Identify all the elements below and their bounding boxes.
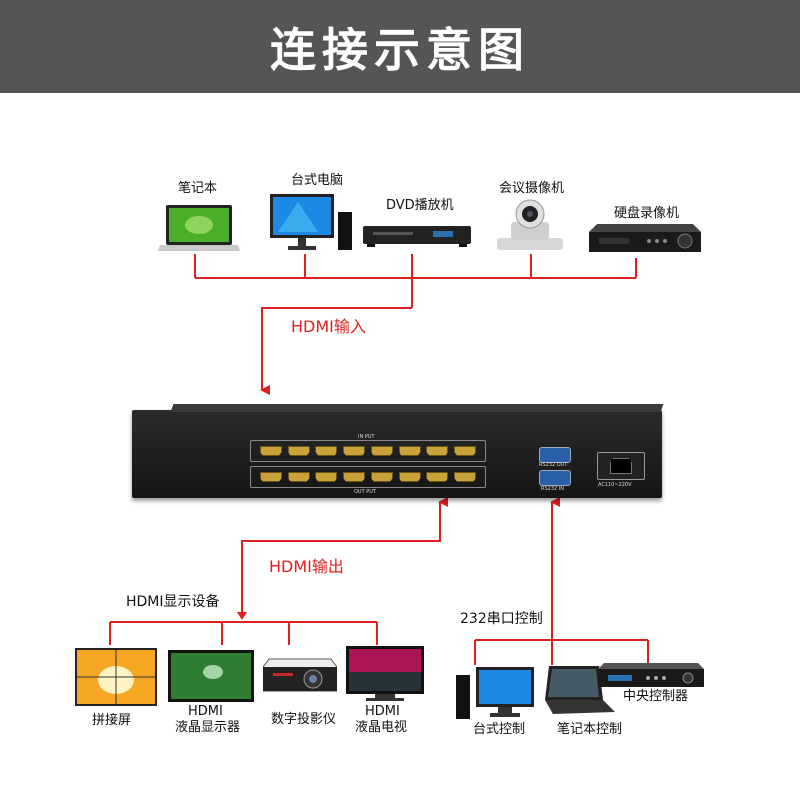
conference-camera-icon (497, 199, 563, 250)
hdmi-output-port (315, 472, 338, 482)
camera-device (493, 196, 567, 254)
lcd-tv-icon (346, 646, 424, 701)
control-group-label: 232串口控制 (460, 611, 543, 627)
rs232-in-label: RS232 IN (541, 486, 564, 492)
laptop-device (158, 203, 240, 253)
video-wall-device (75, 648, 157, 706)
input-port-panel (250, 440, 486, 462)
hdmi-output-port (426, 472, 449, 482)
hdmi-input-port (398, 446, 421, 456)
hdmi-input-port (370, 446, 393, 456)
lcd-monitor-icon (168, 650, 254, 702)
power-socket (597, 452, 645, 480)
hdmi-output-port (398, 472, 421, 482)
video-wall-icon (75, 648, 157, 706)
line-output (241, 497, 448, 612)
desktop-computer-icon (270, 194, 352, 250)
laptop-control-device (543, 666, 615, 716)
source-label-desktop: 台式电脑 (291, 173, 344, 188)
laptop-icon (158, 205, 240, 251)
line-input (260, 307, 412, 395)
title-banner: 连接示意图 (0, 0, 800, 93)
dvr-icon (589, 224, 701, 252)
source-label-laptop: 笔记本 (178, 181, 218, 196)
display-label-lcd-tv-line1: HDMI (365, 704, 400, 719)
rs232-out-label: RS232 OUT (539, 462, 568, 468)
lcd-monitor-device (168, 650, 254, 702)
display-label-lcd-monitor-line1: HDMI (188, 704, 223, 719)
desktop-device (268, 192, 354, 254)
hdmi-output-port (259, 472, 282, 482)
power-plug-icon (610, 458, 632, 474)
desktop-control-device (456, 665, 536, 720)
display-group-label: HDMI显示设备 (126, 594, 220, 610)
hdmi-output-port (370, 472, 393, 482)
output-port-panel (250, 466, 486, 488)
hdmi-input-port (259, 446, 282, 456)
input-label: HDMI输入 (291, 317, 366, 336)
hdmi-input-port (343, 446, 366, 456)
hdmi-input-port (454, 446, 477, 456)
laptop-icon (545, 666, 615, 714)
page-title: 连接示意图 (270, 22, 530, 77)
power-label: AC110~220V (598, 482, 632, 488)
lcd-tv-device (346, 646, 424, 702)
controller-label-laptop: 笔记本控制 (557, 722, 623, 737)
source-label-dvd: DVD播放机 (386, 198, 454, 213)
hdmi-input-port (315, 446, 338, 456)
controller-label-desktop: 台式控制 (473, 722, 526, 737)
hdmi-output-port (287, 472, 310, 482)
hdmi-input-port (287, 446, 310, 456)
display-label-lcd-tv-line2: 液晶电视 (355, 720, 408, 735)
desktop-computer-icon (456, 667, 534, 719)
source-label-camera: 会议摄像机 (499, 181, 565, 196)
controller-label-central: 中央控制器 (623, 689, 689, 704)
switcher-top (170, 404, 664, 412)
output-label: HDMI输出 (269, 557, 344, 576)
central-controller-device (598, 663, 704, 689)
display-label-video-wall: 拼接屏 (92, 713, 132, 728)
source-label-dvr: 硬盘录像机 (614, 206, 680, 221)
hdmi-matrix-switcher: IN PUT OUT PUT RS232 OUT RS232 IN AC110~… (132, 404, 664, 498)
hdmi-output-port (454, 472, 477, 482)
hdmi-input-port (426, 446, 449, 456)
output-panel-label: OUT PUT (354, 489, 376, 495)
display-label-lcd-monitor-line2: 液晶显示器 (175, 720, 241, 735)
hdmi-output-port (343, 472, 366, 482)
dvd-player-icon (363, 226, 471, 247)
dvr-device (589, 222, 701, 256)
rs232-in-port (539, 470, 571, 486)
projector-device (262, 653, 338, 695)
input-panel-label: IN PUT (358, 434, 375, 440)
central-controller-icon (598, 663, 704, 687)
display-label-projector: 数字投影仪 (271, 712, 337, 727)
rs232-out-port (539, 447, 571, 463)
projector-icon (262, 658, 338, 692)
dvd-device (363, 222, 471, 248)
